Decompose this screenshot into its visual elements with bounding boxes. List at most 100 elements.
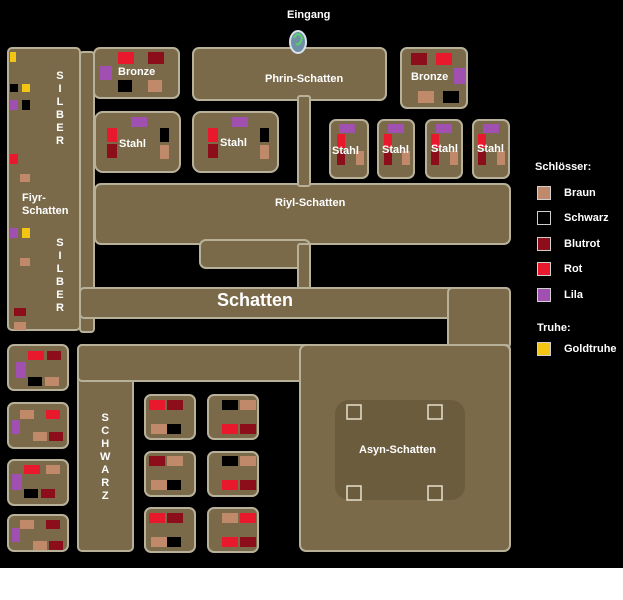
lock-marker-rot bbox=[222, 480, 238, 490]
lock-marker-rot bbox=[436, 53, 452, 65]
lock-marker-rot bbox=[222, 424, 238, 434]
lock-marker-lila bbox=[100, 66, 112, 80]
lock-marker-blutrot bbox=[14, 308, 26, 316]
lock-marker-braun bbox=[418, 91, 434, 103]
lock-marker-lila bbox=[483, 124, 499, 133]
lock-marker-schwarz bbox=[222, 400, 238, 410]
lock-marker-blutrot bbox=[49, 541, 63, 550]
lock-marker-braun bbox=[20, 410, 34, 419]
lock-marker-rot bbox=[28, 351, 44, 360]
lock-marker-rot bbox=[478, 134, 486, 148]
lock-marker-braun bbox=[151, 537, 167, 547]
lock-marker-blutrot bbox=[148, 52, 164, 64]
legend-swatch-lila bbox=[537, 288, 551, 302]
lock-marker-rot bbox=[46, 410, 60, 419]
lock-marker-schwarz bbox=[443, 91, 459, 103]
lock-marker-rot bbox=[431, 134, 439, 148]
lock-marker-braun bbox=[151, 424, 167, 434]
lock-marker-braun bbox=[402, 151, 410, 165]
legend-item-blutrot: Blutrot bbox=[537, 237, 600, 251]
lock-marker-blutrot bbox=[49, 432, 63, 441]
lock-marker-rot bbox=[384, 134, 392, 148]
lock-marker-braun bbox=[356, 151, 364, 165]
lock-marker-lila bbox=[10, 228, 18, 238]
portal-swirl-icon bbox=[293, 33, 304, 46]
lock-marker-lila bbox=[454, 68, 466, 84]
room-riyl-schatten bbox=[94, 183, 511, 245]
lock-marker-braun bbox=[240, 456, 256, 466]
pillar-4 bbox=[427, 485, 443, 501]
lock-marker-braun bbox=[45, 377, 59, 386]
lock-marker-gold bbox=[10, 52, 16, 62]
legend-chest-title: Truhe: bbox=[537, 322, 571, 334]
lock-marker-blutrot bbox=[240, 424, 256, 434]
legend-item-schwarz: Schwarz bbox=[537, 211, 609, 225]
lock-marker-braun bbox=[148, 80, 162, 92]
asyn-shadow bbox=[335, 400, 465, 500]
lock-marker-schwarz bbox=[167, 424, 181, 434]
room-label-stahl-1: Stahl bbox=[119, 138, 146, 150]
lock-marker-blutrot bbox=[431, 151, 439, 165]
legend-item-goldtruhe: Goldtruhe bbox=[537, 342, 617, 356]
lock-marker-braun bbox=[20, 520, 34, 529]
lock-marker-gold bbox=[22, 228, 30, 238]
room-label-riyl: Riyl-Schatten bbox=[275, 197, 346, 209]
lock-marker-blutrot bbox=[47, 351, 61, 360]
lock-marker-schwarz bbox=[167, 480, 181, 490]
pillar-3 bbox=[346, 485, 362, 501]
lock-marker-braun bbox=[14, 322, 26, 330]
lock-marker-schwarz bbox=[22, 100, 30, 110]
lock-marker-rot bbox=[149, 400, 165, 410]
lock-marker-lila bbox=[12, 420, 20, 434]
legend-swatch-schwarz bbox=[537, 211, 551, 225]
lock-marker-braun bbox=[33, 541, 47, 550]
lock-marker-braun bbox=[167, 456, 183, 466]
lock-marker-blutrot bbox=[240, 480, 256, 490]
room-label-stahl-2: Stahl bbox=[220, 137, 247, 149]
lock-marker-blutrot bbox=[208, 144, 218, 158]
lock-marker-braun bbox=[450, 151, 458, 165]
lock-marker-braun bbox=[160, 145, 169, 159]
lock-marker-lila bbox=[10, 100, 18, 110]
room-label-fiyr-1: Fiyr- bbox=[22, 192, 46, 204]
entrance-label: Eingang bbox=[287, 9, 331, 21]
lock-marker-blutrot bbox=[167, 400, 183, 410]
legend-label: Schwarz bbox=[564, 212, 609, 224]
lock-marker-rot bbox=[222, 537, 238, 547]
legend-label: Blutrot bbox=[564, 238, 601, 250]
lock-marker-blutrot bbox=[240, 537, 256, 547]
legend-swatch-rot bbox=[537, 262, 551, 276]
lock-marker-rot bbox=[240, 513, 256, 523]
lock-marker-schwarz bbox=[160, 128, 169, 142]
room-phrin-schatten bbox=[192, 47, 387, 101]
room-label-schatten: Schatten bbox=[217, 290, 294, 310]
lock-marker-braun bbox=[240, 400, 256, 410]
lock-marker-blutrot bbox=[337, 151, 345, 165]
lock-marker-blutrot bbox=[384, 151, 392, 165]
lock-marker-blutrot bbox=[149, 456, 165, 466]
lock-marker-blutrot bbox=[107, 144, 117, 158]
lock-marker-rot bbox=[10, 154, 18, 164]
room-label-phrin: Phrin-Schatten bbox=[265, 73, 344, 85]
lock-marker-rot bbox=[337, 134, 345, 148]
lock-marker-rot bbox=[149, 513, 165, 523]
room-label-fiyr-2: Schatten bbox=[22, 205, 69, 217]
legend-item-lila: Lila bbox=[537, 288, 583, 302]
lock-marker-braun bbox=[222, 513, 238, 523]
lock-marker-rot bbox=[24, 465, 40, 474]
lock-marker-lila bbox=[388, 124, 404, 133]
room-label-bronze-left: Bronze bbox=[118, 66, 156, 78]
legend-locks-title: Schlösser: bbox=[535, 161, 592, 173]
legend-label: Goldtruhe bbox=[564, 343, 617, 355]
lock-marker-braun bbox=[33, 432, 47, 441]
room-label-stahl-3: Stahl bbox=[332, 145, 359, 157]
legend-label: Braun bbox=[564, 187, 596, 199]
lock-marker-braun bbox=[260, 145, 269, 159]
lock-marker-braun bbox=[20, 258, 30, 266]
lock-marker-schwarz bbox=[118, 80, 132, 92]
lock-marker-lila bbox=[436, 124, 452, 133]
lock-marker-blutrot bbox=[41, 489, 55, 498]
legend-label: Rot bbox=[564, 263, 583, 275]
